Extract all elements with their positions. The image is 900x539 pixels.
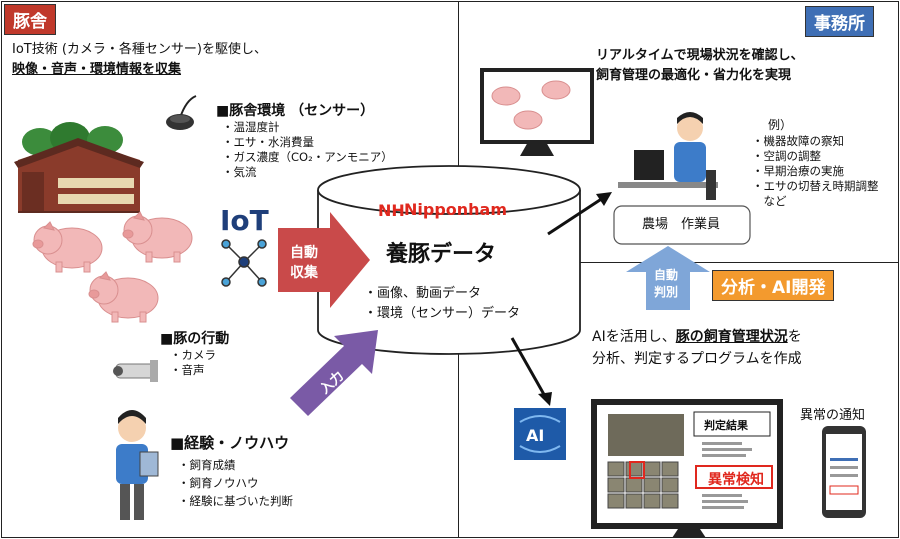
worker-icon bbox=[116, 410, 159, 520]
office-example: ・機器故障の察知 bbox=[752, 134, 844, 148]
office-illustrations bbox=[480, 68, 751, 245]
office-worker-label: 農場 作業員 bbox=[642, 217, 721, 232]
auto-judge-label-line2: 判別 bbox=[654, 285, 679, 299]
analysis-illustrations bbox=[514, 399, 866, 538]
env-item: ・気流 bbox=[222, 165, 257, 179]
env-item: ・ガス濃度（CO₂・アンモニア） bbox=[222, 150, 393, 164]
office-desc-line1: リアルタイムで現場状況を確認し、 bbox=[596, 48, 804, 63]
database-title: 養豚データ bbox=[386, 242, 497, 267]
env-item: ・温湿度計 bbox=[222, 120, 280, 134]
experience-item: ・飼育成績 bbox=[178, 458, 236, 472]
farm-intro-line1: IoT技術 (カメラ・各種センサー)を駆使し、 bbox=[12, 42, 268, 57]
anomaly-label: 異常検知 bbox=[708, 472, 764, 488]
auto-judge-arrow bbox=[626, 246, 710, 310]
experience-item: ・経験に基づいた判断 bbox=[178, 494, 293, 508]
office-example: など bbox=[752, 194, 787, 208]
behavior-heading: ■豚の行動 bbox=[160, 331, 230, 347]
database-item: ・環境（センサー）データ bbox=[364, 306, 521, 321]
env-items: ・温湿度計 ・エサ・水消費量 ・ガス濃度（CO₂・アンモニア） ・気流 bbox=[222, 120, 393, 180]
office-example: ・空調の調整 bbox=[752, 149, 821, 163]
auto-collect-arrow bbox=[278, 212, 370, 308]
barn-icon bbox=[14, 122, 144, 213]
analysis-desc-line2: 分析、判定するプログラムを作成 bbox=[592, 351, 802, 367]
auto-collect-label-line1: 自動 bbox=[290, 245, 318, 261]
pig-icon bbox=[32, 221, 103, 273]
result-title: 判定結果 bbox=[704, 419, 748, 432]
office-example: ・エサの切替え時期調整 bbox=[752, 179, 879, 193]
to-office-arrow bbox=[547, 192, 612, 236]
env-heading: ■豚舎環境 （センサー） bbox=[216, 103, 375, 119]
nipponham-mark: NH bbox=[378, 201, 405, 220]
auto-collect-label-line2: 収集 bbox=[290, 265, 318, 281]
pig-icon bbox=[88, 271, 159, 323]
office-examples: ・機器故障の察知 ・空調の調整 ・早期治療の実施 ・エサの切替え時期調整 など bbox=[752, 134, 879, 209]
office-tag: 事務所 bbox=[805, 6, 874, 37]
analysis-desc-bold: 豚の飼育管理状況 bbox=[675, 329, 788, 345]
experience-heading: ■経験・ノウハウ bbox=[170, 434, 290, 452]
nipponham-logo: Nipponham bbox=[404, 200, 508, 219]
pig-icon bbox=[122, 211, 193, 263]
monitor-icon bbox=[480, 68, 594, 156]
sensor-icon bbox=[166, 95, 197, 130]
farm-intro-line2: 映像・音声・環境情報を収集 bbox=[12, 62, 182, 77]
database-items: ・画像、動画データ ・環境（センサー）データ bbox=[364, 284, 520, 324]
auto-judge-label-line1: 自動 bbox=[654, 268, 679, 282]
to-ai-arrow bbox=[510, 337, 552, 406]
analysis-desc-line1: AIを活用し、豚の飼育管理状況を bbox=[592, 326, 802, 346]
result-screen bbox=[591, 399, 783, 538]
worker-label-box bbox=[613, 205, 751, 245]
behavior-items: ・カメラ ・音声 bbox=[170, 348, 216, 378]
office-examples-heading: 例） bbox=[768, 118, 793, 132]
analysis-tag: 分析・AI開発 bbox=[712, 270, 835, 301]
behavior-item: ・カメラ bbox=[170, 348, 216, 362]
iot-label: IoT bbox=[220, 204, 269, 237]
office-worker-icon bbox=[618, 112, 718, 200]
farm-tag: 豚舎 bbox=[4, 4, 56, 35]
analysis-desc-suffix: を bbox=[787, 329, 802, 345]
camera-icon bbox=[113, 360, 158, 382]
ai-label: AI bbox=[526, 426, 545, 445]
notify-label: 異常の通知 bbox=[800, 408, 866, 423]
experience-item: ・飼育ノウハウ bbox=[178, 476, 259, 490]
farm-illustrations bbox=[14, 95, 267, 520]
env-item: ・エサ・水消費量 bbox=[222, 135, 314, 149]
input-arrow bbox=[290, 330, 378, 416]
smartphone-icon bbox=[822, 426, 866, 518]
office-desc-line2: 飼育管理の最適化・省力化を実現 bbox=[596, 68, 792, 83]
office-example: ・早期治療の実施 bbox=[752, 164, 844, 178]
database-item: ・画像、動画データ bbox=[364, 286, 482, 301]
ai-brain-icon bbox=[514, 408, 566, 460]
iot-network-icon bbox=[221, 239, 267, 287]
database-cylinder bbox=[317, 165, 581, 355]
behavior-item: ・音声 bbox=[170, 363, 205, 377]
experience-items: ・飼育成績 ・飼育ノウハウ ・経験に基づいた判断 bbox=[178, 456, 293, 510]
analysis-desc-prefix: AIを活用し、 bbox=[592, 329, 676, 345]
